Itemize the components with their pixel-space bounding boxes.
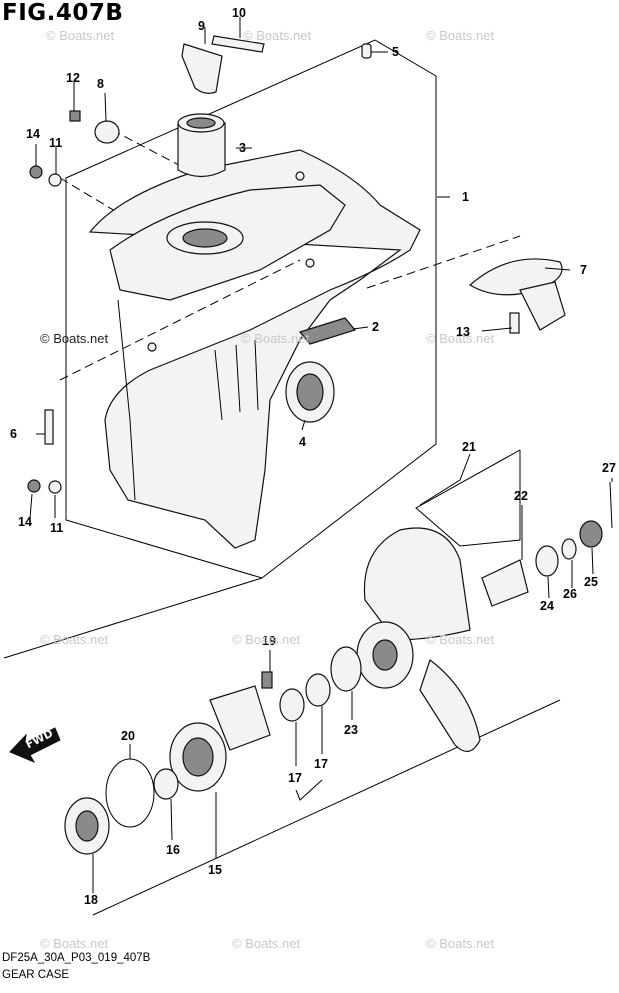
callout-22: 22 bbox=[514, 489, 528, 503]
callout-14-lower: 14 bbox=[18, 515, 32, 529]
part-25-nut bbox=[579, 520, 603, 548]
callout-14-upper: 14 bbox=[26, 127, 40, 141]
part-17-bearing-a bbox=[305, 673, 331, 707]
part-6-bolt bbox=[44, 409, 54, 445]
callout-12: 12 bbox=[66, 71, 80, 85]
part-11-washer-lower bbox=[48, 480, 62, 494]
part-16-bearing bbox=[153, 768, 179, 800]
part-9-cover bbox=[181, 43, 223, 94]
callout-21: 21 bbox=[462, 440, 476, 454]
part-12-bolt bbox=[69, 110, 81, 122]
part-21-propeller bbox=[356, 527, 481, 752]
callout-25: 25 bbox=[584, 575, 598, 589]
figure-code: DF25A_30A_P03_019_407B bbox=[2, 952, 151, 964]
part-4-oil-seal bbox=[285, 361, 335, 423]
callout-17b: 17 bbox=[314, 757, 328, 771]
part-5-pin bbox=[361, 43, 372, 59]
part-15-bearing-housing bbox=[169, 685, 271, 792]
callout-3: 3 bbox=[239, 141, 246, 155]
callout-26: 26 bbox=[563, 587, 577, 601]
callout-5: 5 bbox=[392, 45, 399, 59]
watermark: © Boats.net bbox=[232, 632, 301, 647]
callout-10: 10 bbox=[232, 6, 246, 20]
callout-7: 7 bbox=[580, 263, 587, 277]
callout-27: 27 bbox=[602, 461, 616, 475]
callout-19: 19 bbox=[262, 634, 276, 648]
prop-group-outline bbox=[415, 449, 521, 547]
callout-18: 18 bbox=[84, 893, 98, 907]
watermark: © Boats.net bbox=[40, 632, 109, 647]
watermark: © Boats.net bbox=[40, 936, 109, 951]
watermark: © Boats.net bbox=[241, 331, 310, 346]
part-17-bearing-b bbox=[279, 688, 305, 722]
watermark: © Boats.net bbox=[243, 28, 312, 43]
part-10-plate bbox=[211, 35, 265, 53]
part-7-trim-tab bbox=[468, 258, 566, 331]
part-13-bolt bbox=[509, 312, 520, 334]
part-14-nut-upper bbox=[29, 165, 43, 179]
callout-13: 13 bbox=[456, 325, 470, 339]
watermark: © Boats.net bbox=[40, 331, 109, 346]
callout-9: 9 bbox=[198, 19, 205, 33]
callout-11-lower: 11 bbox=[50, 521, 63, 535]
gear-case-housing bbox=[88, 149, 421, 549]
callout-16: 16 bbox=[166, 843, 180, 857]
callout-17a: 17 bbox=[288, 771, 302, 785]
part-18-oil-seal bbox=[64, 797, 110, 855]
callout-1: 1 bbox=[462, 190, 469, 204]
callout-2: 2 bbox=[372, 320, 379, 334]
figure-title: FIG.407B bbox=[2, 0, 124, 26]
watermark: © Boats.net bbox=[426, 632, 495, 647]
callout-11-upper: 11 bbox=[49, 136, 62, 150]
callout-15: 15 bbox=[208, 863, 222, 877]
callout-8: 8 bbox=[97, 77, 104, 91]
part-27-cotter-pin bbox=[609, 481, 613, 529]
part-2-anode bbox=[298, 317, 357, 345]
callout-4: 4 bbox=[299, 435, 306, 449]
part-11-washer-upper bbox=[48, 173, 62, 187]
part-19-bolt bbox=[261, 671, 273, 689]
watermark: © Boats.net bbox=[426, 28, 495, 43]
part-20-o-ring bbox=[105, 758, 155, 828]
callout-6: 6 bbox=[10, 427, 17, 441]
part-8-grommet bbox=[94, 120, 120, 144]
fwd-arrow: FWD bbox=[9, 727, 61, 764]
figure-name: GEAR CASE bbox=[2, 969, 70, 981]
watermark: © Boats.net bbox=[426, 331, 495, 346]
callout-20: 20 bbox=[121, 729, 135, 743]
part-24-washer bbox=[535, 545, 559, 577]
watermark: © Boats.net bbox=[426, 936, 495, 951]
callout-23: 23 bbox=[344, 723, 358, 737]
watermark: © Boats.net bbox=[46, 28, 115, 43]
part-14-nut-lower bbox=[27, 479, 41, 493]
part-3-bushing bbox=[177, 113, 226, 178]
part-22-spacer bbox=[481, 559, 529, 607]
watermark: © Boats.net bbox=[232, 936, 301, 951]
part-23-thrust-washer bbox=[330, 646, 362, 692]
callout-24: 24 bbox=[540, 599, 554, 613]
part-26-washer bbox=[561, 538, 577, 560]
